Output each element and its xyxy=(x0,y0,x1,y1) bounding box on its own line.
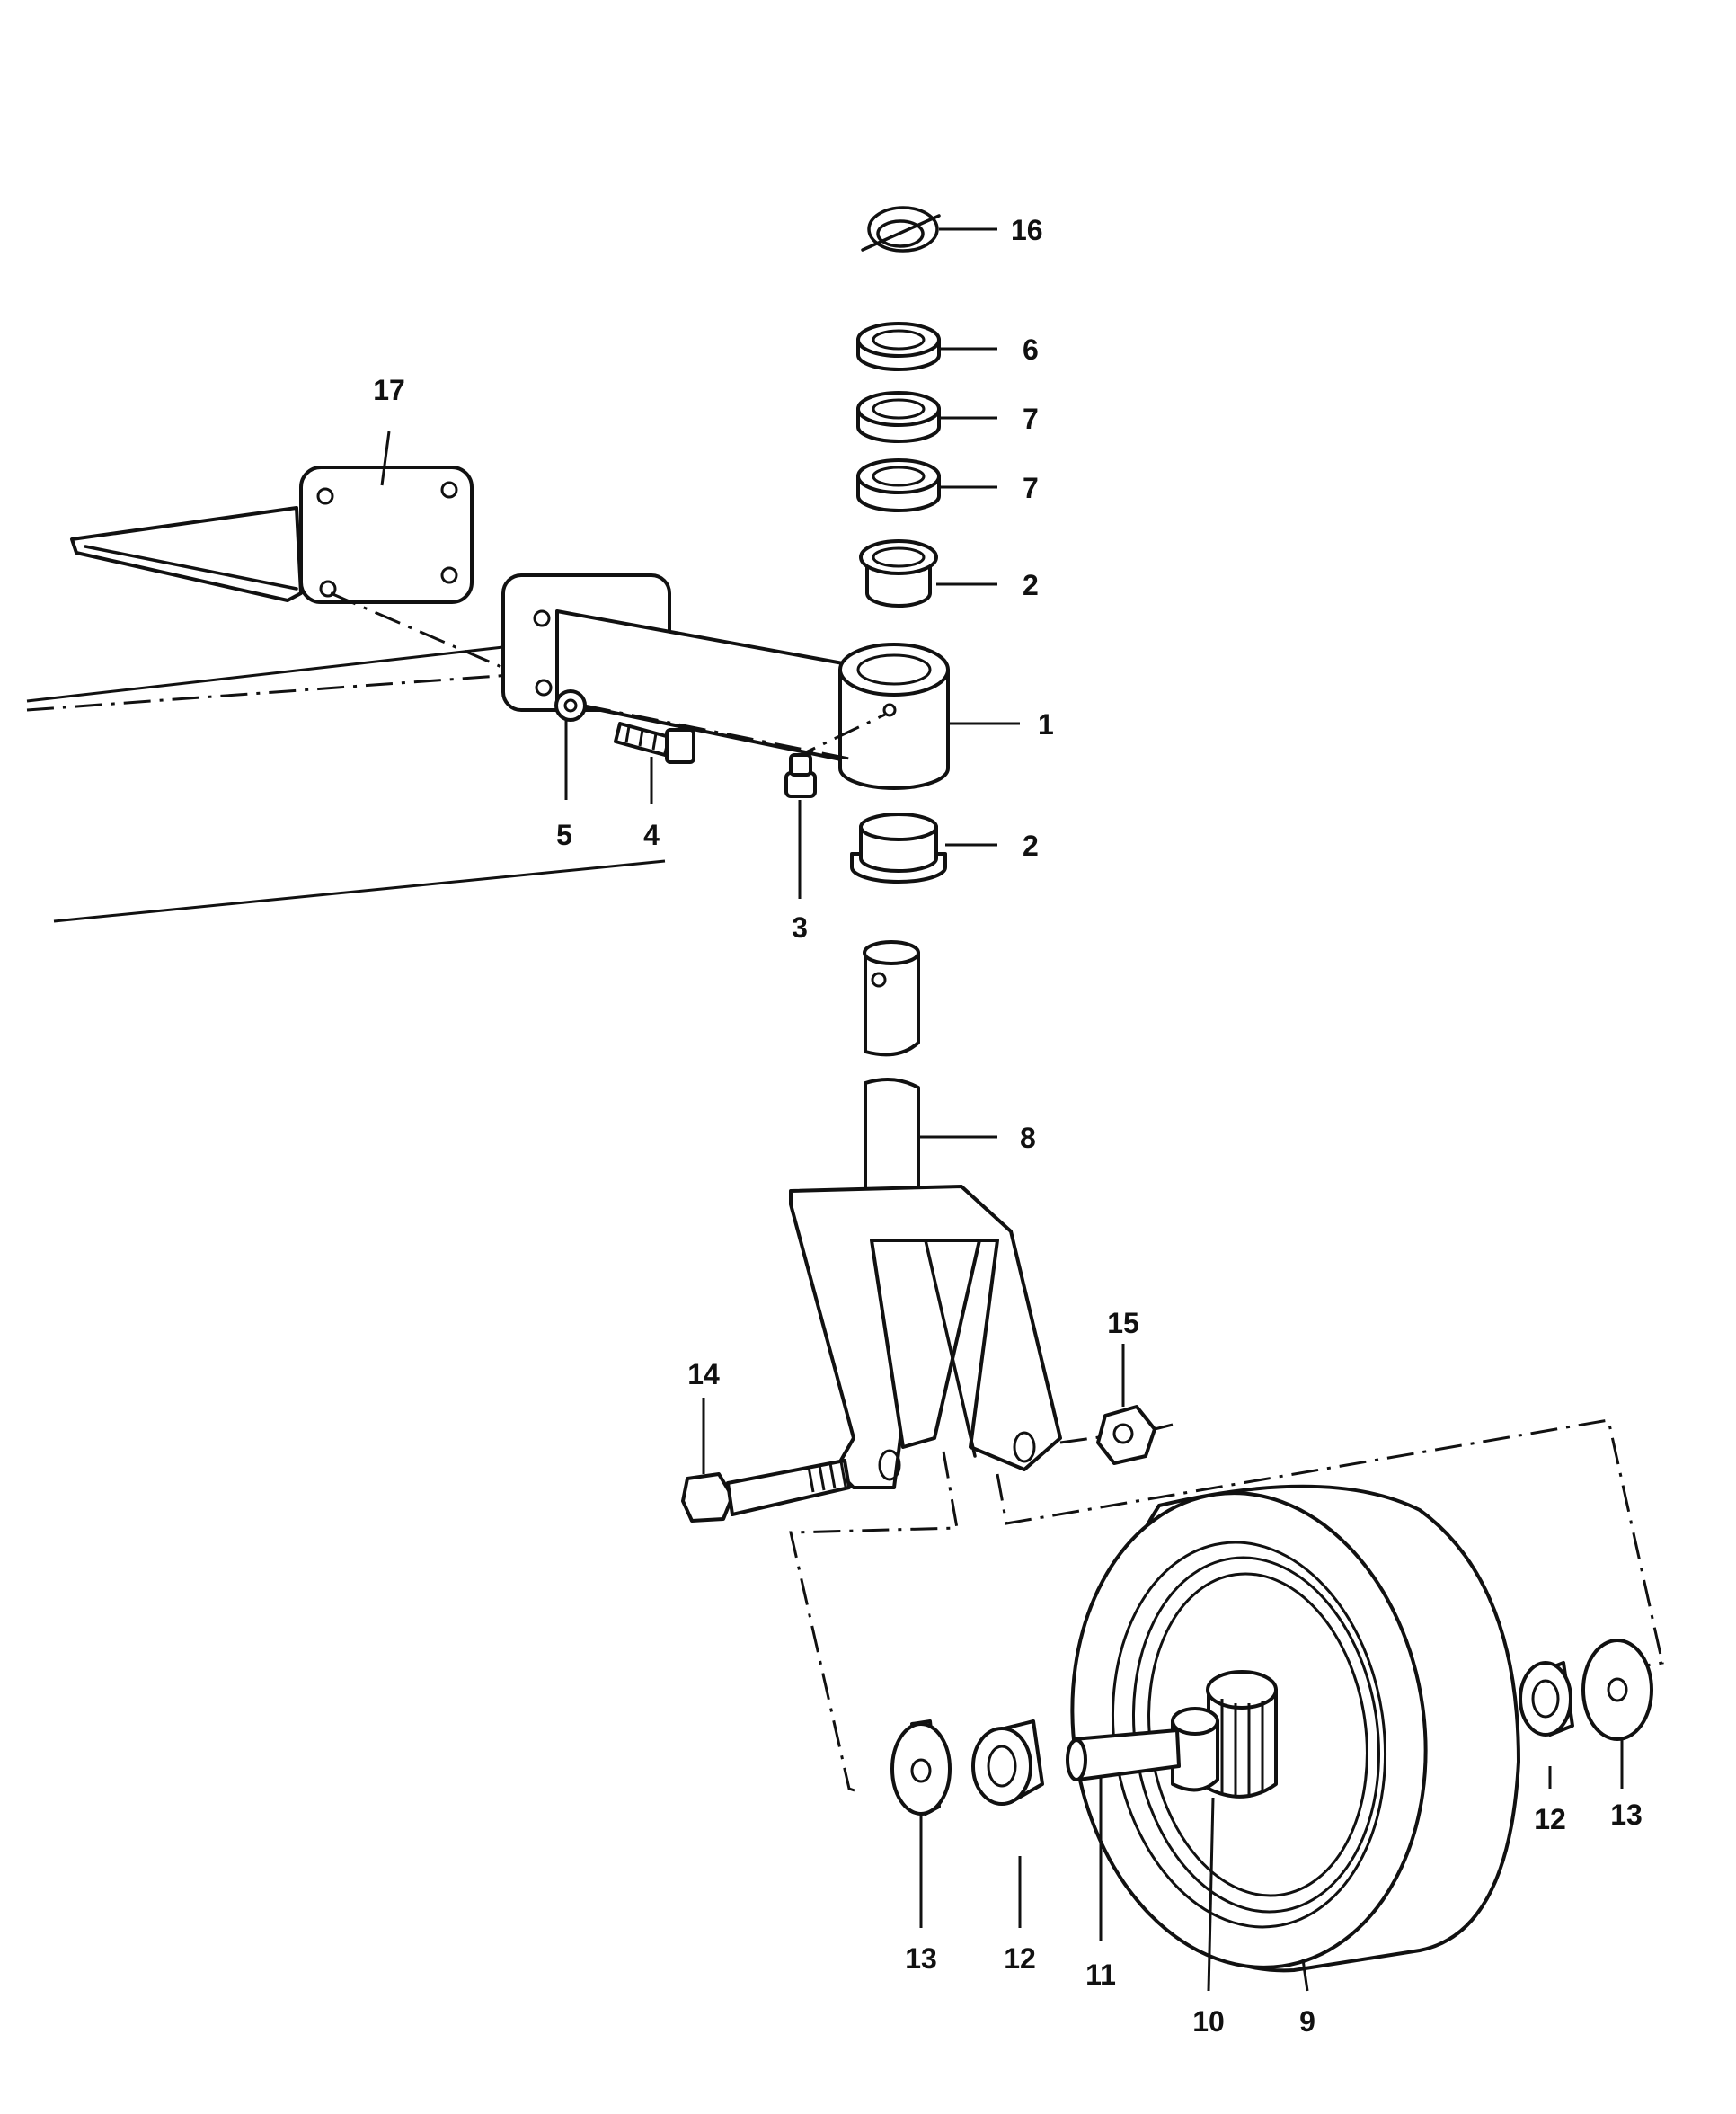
retaining-ring-part-16 xyxy=(861,206,941,253)
spacer-part-12-right xyxy=(1519,1661,1574,1736)
bolt-part-4 xyxy=(614,722,695,764)
wheel-part-9 xyxy=(1070,1484,1520,1973)
deck-frame-lines xyxy=(26,645,666,923)
fork-part-8 xyxy=(789,940,1062,1489)
assembly-guide-lines xyxy=(789,1418,1664,1795)
callout-5: 5 xyxy=(556,819,572,851)
callout-2-lower: 2 xyxy=(1023,830,1039,862)
callout-17: 17 xyxy=(373,374,405,406)
washer-part-13-left xyxy=(890,1719,952,1816)
bushing-part-2-lower xyxy=(850,813,947,884)
leader-lines xyxy=(380,227,1624,1992)
spacer-part-12-left xyxy=(971,1719,1044,1806)
bolt-part-14 xyxy=(681,1459,851,1523)
washer-part-7-lower xyxy=(856,458,941,512)
callout-13-left: 13 xyxy=(905,1942,937,1975)
callout-9: 9 xyxy=(1299,2005,1315,2038)
callout-14: 14 xyxy=(687,1358,720,1390)
caster-arm-part-1 xyxy=(501,573,950,790)
callout-11: 11 xyxy=(1085,1959,1116,1991)
grease-fitting-part-3 xyxy=(784,753,817,798)
callout-2-upper: 2 xyxy=(1023,569,1039,601)
callout-8: 8 xyxy=(1020,1122,1036,1154)
callout-15: 15 xyxy=(1107,1307,1139,1339)
callout-12-left: 12 xyxy=(1004,1942,1036,1975)
washer-part-13-right xyxy=(1581,1639,1653,1741)
mounting-plate-part-17 xyxy=(70,466,509,671)
callout-1: 1 xyxy=(1038,708,1054,741)
callout-16: 16 xyxy=(1011,214,1043,246)
washer-part-7-upper xyxy=(856,391,941,443)
callout-3: 3 xyxy=(792,911,808,944)
nut-part-15 xyxy=(1059,1405,1174,1465)
bushing-part-2-upper xyxy=(859,539,938,608)
callout-labels: 16 6 7 7 2 1 2 17 5 4 3 8 15 14 13 12 11… xyxy=(373,214,1643,2038)
callout-13-right: 13 xyxy=(1610,1799,1643,1831)
callout-4: 4 xyxy=(643,819,660,851)
callout-7-lower: 7 xyxy=(1023,472,1039,504)
callout-6: 6 xyxy=(1023,333,1039,366)
axle-part-11 xyxy=(1066,1728,1181,1781)
hub-part-10 xyxy=(1171,1670,1278,1799)
washer-part-5 xyxy=(554,689,587,722)
callout-10: 10 xyxy=(1192,2005,1225,2038)
washer-part-6 xyxy=(856,322,941,371)
callout-12-right: 12 xyxy=(1534,1803,1566,1835)
callout-7-upper: 7 xyxy=(1023,403,1039,435)
